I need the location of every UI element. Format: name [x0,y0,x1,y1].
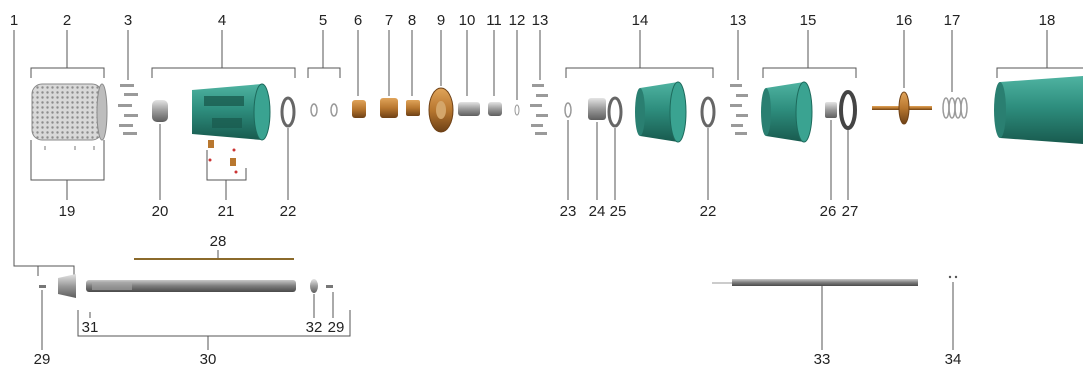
callout-13-right: 13 [730,12,747,29]
callout-11: 11 [486,12,502,29]
callout-6: 6 [354,12,362,29]
callout-29-right: 29 [328,319,345,336]
part-screws-13-right [730,84,748,135]
part-nut-6 [352,100,366,118]
callout-2: 2 [63,12,71,29]
callout-25: 25 [610,203,627,220]
callout-19: 19 [59,203,76,220]
callout-17: 17 [944,12,961,29]
callout-30: 30 [200,351,217,367]
part-shaft [86,280,296,292]
middle-leader-lines [30,120,849,200]
part-pin-29-right [326,285,333,288]
callout-7: 7 [385,12,393,29]
callout-16: 16 [896,12,913,29]
part-strainer-mesh [31,83,108,141]
callout-26: 26 [820,203,837,220]
callout-21: 21 [218,203,235,220]
part-oring-22-right [700,96,716,128]
callout-8: 8 [408,12,416,29]
part-bearing-7 [380,98,398,118]
part-rings-5 [310,103,338,117]
part-bushing-26 [825,102,837,118]
callout-15: 15 [800,12,817,29]
part-housing-15 [761,81,813,143]
part-spring-17 [942,97,968,119]
callout-1: 1 [10,12,18,29]
bracket-1 [37,265,75,276]
callout-24: 24 [589,203,606,220]
bottom-leader-lines [41,282,954,350]
callout-27: 27 [842,203,859,220]
part-screws-3 [118,84,138,135]
part-cone-nut [58,274,76,298]
callout-18: 18 [1039,12,1056,29]
callout-10: 10 [459,12,476,29]
callout-33: 33 [814,351,831,367]
callout-32: 32 [306,319,323,336]
callout-20: 20 [152,203,169,220]
part-outlet-housing-18 [994,76,1083,144]
part-small-34 [948,275,958,279]
callout-23: 23 [560,203,577,220]
part-small-fittings-21 [208,140,238,174]
callout-5: 5 [319,12,327,29]
callout-9: 9 [437,12,445,29]
part-pin-29-left [39,285,46,288]
callout-13-left: 13 [532,12,549,29]
part-ring-23 [564,102,572,118]
part-impeller-9 [428,87,454,133]
part-oring-22-left [280,96,296,128]
callout-3: 3 [124,12,132,29]
part-bushing-24 [588,98,606,120]
callout-29-left: 29 [34,351,51,367]
callout-31: 31 [82,319,99,336]
part-check-valve-16 [872,91,932,125]
callout-34: 34 [945,351,962,367]
callout-22-right: 22 [700,203,717,220]
part-strainer-pins [44,146,95,150]
top-leader-lines [13,30,1083,267]
part-nut-32 [310,279,318,293]
part-tube-33 [712,279,918,286]
bracket-21 [206,150,247,200]
callout-28: 28 [210,233,227,250]
part-spacer-10 [458,102,480,116]
part-stage-housing-14 [635,81,687,143]
part-cap-20 [152,100,168,122]
callout-14: 14 [632,12,649,29]
callout-12: 12 [509,12,526,29]
part-spacer-11 [488,102,502,116]
part-ring-27 [839,90,857,130]
part-sleeve-8 [406,100,420,116]
callout-22-left: 22 [280,203,297,220]
part-washer-12 [514,104,520,116]
callout-4: 4 [218,12,226,29]
part-oring-25 [607,96,623,128]
part-screws-13-left [530,84,548,135]
part-diffuser-body-4 [192,83,271,141]
